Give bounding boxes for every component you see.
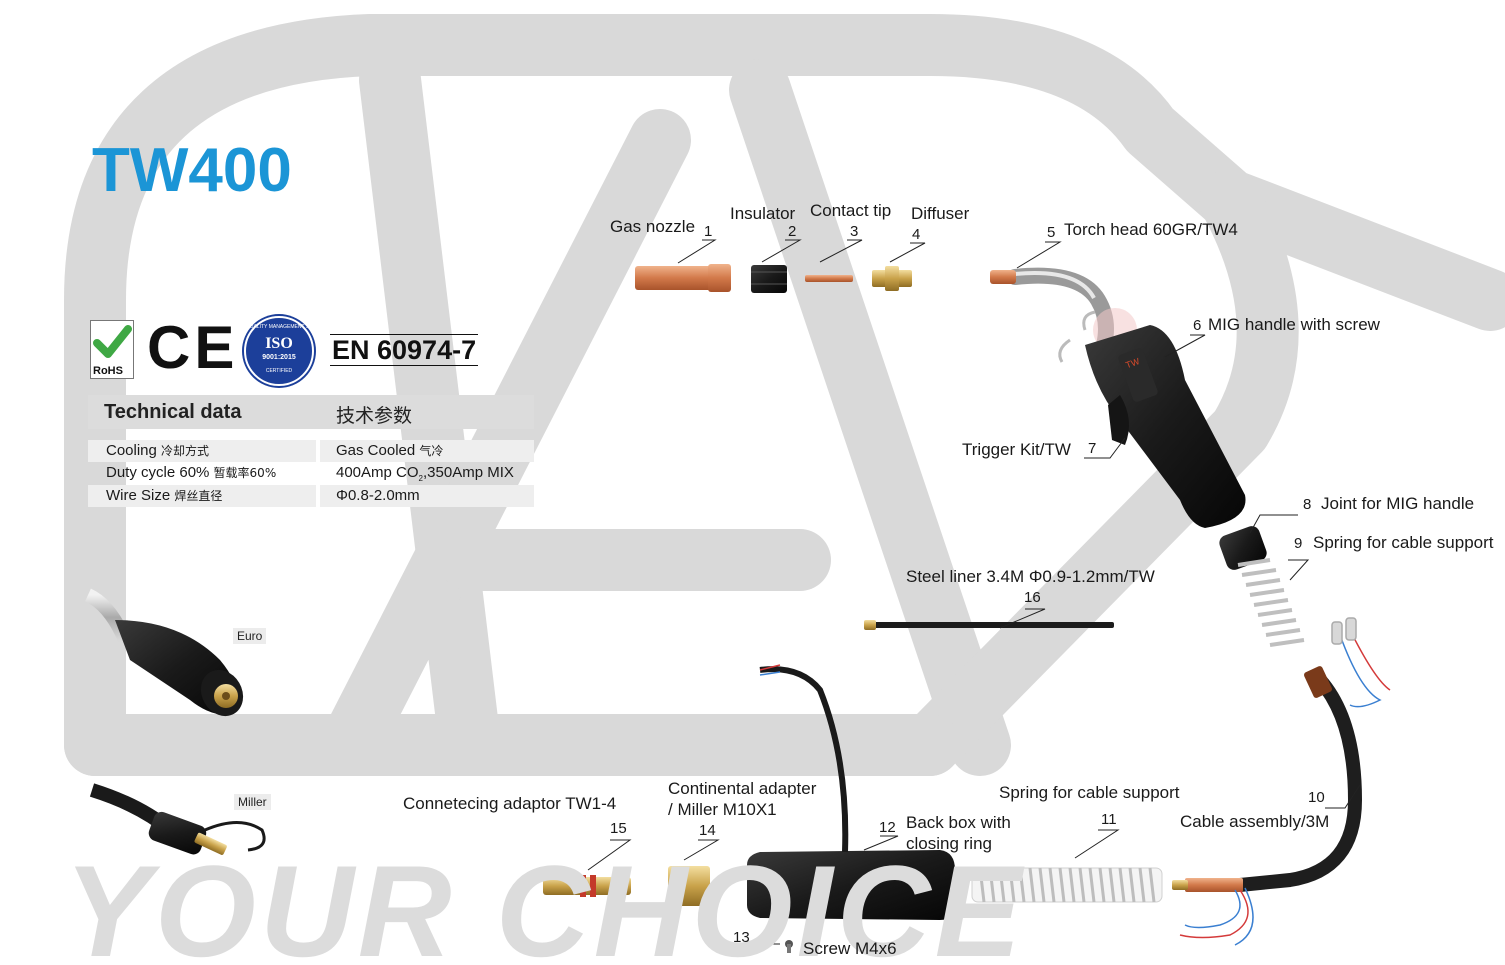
part-number-16: 16 — [1024, 589, 1041, 606]
table-header-cn: 技术参数 — [336, 406, 413, 427]
part-label-12-line2: closing ring — [906, 834, 992, 854]
row-label-cn: 焊丝直径 — [174, 489, 223, 503]
part-label-2: Insulator — [730, 204, 796, 223]
table-header: Technical data 技术参数 — [88, 395, 534, 429]
part-label-16: Steel liner 3.4M Φ0.9-1.2mm/TW — [906, 567, 1155, 586]
part-label-14-line2: / Miller M10X1 — [668, 800, 777, 820]
part-label-13: Screw M4x6 — [803, 939, 897, 958]
row-value-subscript: 2 — [418, 474, 423, 483]
table-row: Cooling 冷却方式 Gas Cooled 气冷 — [88, 440, 534, 462]
insulator-part — [751, 265, 787, 293]
svg-text:TW: TW — [1124, 356, 1141, 370]
part-number-13: 13 — [733, 929, 750, 946]
back-box-part — [747, 664, 955, 920]
part-number-7: 7 — [1088, 440, 1097, 457]
gas-nozzle-part — [635, 264, 731, 292]
iso-seal-code: 9001:2015 — [262, 354, 296, 361]
row-value-tail: ,350Amp MIX — [423, 464, 514, 481]
part-label-3: Contact tip — [810, 201, 892, 220]
part-number-10: 10 — [1308, 789, 1325, 806]
miller-tag: Miller — [234, 794, 271, 810]
part-label-4: Diffuser — [911, 204, 970, 223]
row-label-cn: 暂载率60% — [213, 466, 277, 480]
cable-assembly-part — [1172, 666, 1363, 946]
leader-lines — [587, 239, 1361, 945]
part-number-14: 14 — [699, 822, 716, 839]
part-number-15: 15 — [610, 820, 627, 837]
euro-connector-image — [84, 588, 244, 717]
part-label-12: Back box with closing ring — [906, 812, 1011, 855]
iso-seal-bottom: CERTIFIED — [265, 368, 293, 374]
handle-spring-part — [1237, 558, 1305, 647]
contact-tip-part — [805, 275, 853, 282]
part-label-7: Trigger Kit/TW — [962, 440, 1071, 459]
part-label-8: Joint for MIG handle — [1321, 494, 1475, 513]
part-label-14-line1: Continental adapter — [668, 779, 817, 798]
row-label: Duty cycle 60% — [106, 464, 210, 481]
row-label-cn: 冷却方式 — [161, 444, 210, 458]
continental-adapter-part — [668, 866, 710, 906]
back-spring-part — [971, 867, 1163, 903]
watermark-logo — [64, 14, 1505, 776]
iso-seal-top: QUALITY MANAGEMENT SYSTEM — [246, 324, 327, 330]
part-number-8: 8 — [1303, 496, 1312, 513]
rohs-logo: RoHS — [90, 320, 134, 379]
row-value-cn: 气冷 — [419, 444, 444, 458]
table-row: Duty cycle 60% 暂载率60% 400Amp CO2,350Amp … — [88, 462, 534, 484]
watermark-text: YOUR CHOICE — [64, 838, 1026, 965]
row-label: Wire Size — [106, 487, 171, 504]
row-value: Gas Cooled — [336, 442, 416, 459]
part-label-1: Gas nozzle — [610, 217, 696, 236]
iso-seal: QUALITY MANAGEMENT SYSTEM ISO 9001:2015 … — [244, 316, 327, 386]
part-number-5: 5 — [1047, 224, 1056, 241]
en-standard-label: EN 60974-7 — [330, 334, 479, 367]
part-number-6: 6 — [1193, 317, 1202, 334]
rohs-label: RoHS — [93, 365, 123, 377]
table-header-en: Technical data — [104, 401, 242, 423]
part-number-12: 12 — [879, 819, 896, 836]
row-label: Cooling — [106, 442, 157, 459]
part-number-9: 9 — [1294, 535, 1303, 552]
part-number-11: 11 — [1101, 811, 1117, 828]
iso-seal-mid: ISO — [265, 335, 293, 352]
miller-connector-image — [89, 783, 266, 855]
part-number-2: 2 — [788, 223, 797, 240]
part-label-10: Cable assembly/3M — [1180, 812, 1330, 831]
screw-part — [785, 940, 793, 953]
part-label-12-line1: Back box with — [906, 813, 1011, 832]
part-number-3: 3 — [850, 223, 859, 240]
control-wires-top — [1331, 617, 1391, 708]
euro-tag: Euro — [233, 628, 267, 644]
product-title: TW400 — [92, 136, 292, 205]
part-label-9: Spring for cable support — [1313, 533, 1494, 552]
steel-liner-part — [864, 620, 1114, 630]
part-label-6: MIG handle with screw — [1208, 315, 1380, 334]
part-label-11: Spring for cable support — [999, 783, 1180, 802]
check-icon — [93, 325, 132, 358]
row-value: 400Amp CO — [336, 464, 419, 481]
part-number-1: 1 — [704, 223, 713, 240]
row-value: Φ0.8-2.0mm — [336, 487, 420, 504]
joint-part — [1219, 526, 1267, 570]
connecting-adaptor-part — [543, 875, 631, 897]
mig-handle-part: TW — [1058, 310, 1246, 528]
part-number-4: 4 — [912, 226, 921, 243]
ce-mark: CE — [147, 314, 239, 381]
part-label-14: Continental adapter / Miller M10X1 — [668, 778, 816, 821]
table-row: Wire Size 焊丝直径 Φ0.8-2.0mm — [88, 485, 534, 507]
part-label-5: Torch head 60GR/TW4 — [1064, 220, 1238, 239]
diffuser-part — [872, 266, 912, 291]
part-label-15: Connetecing adaptor TW1-4 — [403, 794, 617, 813]
